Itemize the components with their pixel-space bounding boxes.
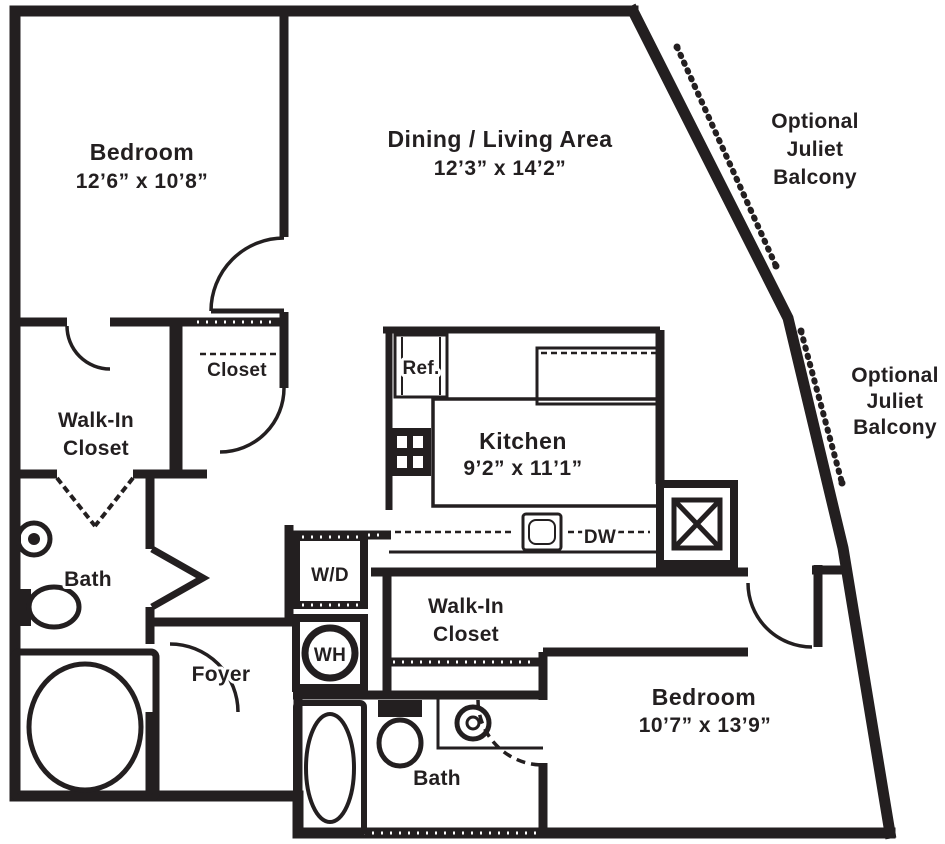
bifold-door bbox=[55, 476, 135, 528]
balcony2-label-line2: Juliet bbox=[867, 390, 924, 413]
kitchen-label: Kitchen bbox=[479, 428, 567, 454]
refrigerator-lines bbox=[401, 337, 441, 395]
bath2-door-arc bbox=[476, 699, 544, 767]
bedroom2-door-arc bbox=[746, 582, 813, 649]
burner bbox=[413, 456, 423, 468]
sink-drain bbox=[28, 533, 40, 545]
bedroom2-label: Bedroom bbox=[652, 684, 756, 710]
bathtub-icon bbox=[293, 700, 367, 836]
toilet-tank bbox=[378, 700, 422, 717]
burner bbox=[413, 436, 423, 448]
kitchen-dims: 9’2” x 11’1” bbox=[463, 457, 582, 480]
railing-end-dot bbox=[772, 262, 780, 270]
balcony2-label-line3: Balcony bbox=[853, 416, 937, 439]
walkin2-label-line1: Walk-In bbox=[428, 595, 504, 618]
foyer-label: Foyer bbox=[192, 663, 251, 686]
sink-drain bbox=[465, 715, 481, 731]
bathtub-basin bbox=[304, 712, 356, 824]
bathtub-icon bbox=[10, 648, 160, 802]
balcony1-label-line1: Optional bbox=[771, 110, 859, 133]
refrigerator-label: Ref. bbox=[402, 358, 439, 379]
utility-closets bbox=[292, 533, 368, 692]
interior-walls bbox=[15, 11, 847, 835]
balcony-railing-2 bbox=[798, 328, 845, 486]
bath2-label: Bath bbox=[413, 767, 461, 790]
bath2-fixtures bbox=[293, 695, 543, 836]
refrigerator-icon bbox=[393, 333, 449, 399]
kitchen-island bbox=[431, 397, 664, 508]
balcony-railing-1 bbox=[674, 44, 779, 269]
railing-end-dot bbox=[673, 43, 681, 51]
burner bbox=[397, 436, 407, 448]
room-labels: Bedroom 12’6” x 10’8” Dining / Living Ar… bbox=[55, 107, 941, 793]
kitchen-sink-basin bbox=[528, 519, 556, 545]
walkin1-label-line2: Closet bbox=[63, 437, 129, 460]
wd-hatch bbox=[302, 535, 358, 607]
water-heater-box bbox=[292, 614, 368, 692]
dining-living-dims: 12’3” x 14’2” bbox=[434, 157, 567, 180]
balcony2-label-line1: Optional bbox=[851, 364, 939, 387]
juliet-balcony-railings bbox=[673, 43, 846, 487]
foyer-door-arc bbox=[169, 642, 240, 713]
washer-dryer-label: W/D bbox=[311, 565, 349, 586]
walkin2-label-line2: Closet bbox=[433, 623, 499, 646]
dishwasher-label: DW bbox=[584, 527, 616, 548]
sink-icon bbox=[454, 704, 492, 742]
bedroom1-dims: 12’6” x 10’8” bbox=[76, 170, 209, 193]
bathtub-basin bbox=[26, 661, 144, 793]
balcony1-label-line3: Balcony bbox=[773, 166, 857, 189]
upper-cabinet bbox=[535, 346, 662, 406]
pantry-x-icon bbox=[672, 498, 722, 550]
burner bbox=[397, 456, 407, 468]
closet-door-arc bbox=[219, 387, 286, 454]
bedroom2-dims: 10’7” x 13’9” bbox=[639, 714, 772, 737]
toilet-icon bbox=[26, 584, 82, 630]
walkin1-door-arc bbox=[65, 325, 111, 371]
walkin1-label-line1: Walk-In bbox=[58, 409, 134, 432]
toilet-tank bbox=[14, 589, 31, 626]
bath1-door-leaf bbox=[150, 545, 211, 611]
east-diagonal-wall bbox=[625, 3, 897, 840]
vanity-counter bbox=[436, 695, 543, 750]
toilet-icon bbox=[376, 717, 424, 769]
bath1-label: Bath bbox=[64, 568, 112, 591]
water-heater-label: WH bbox=[314, 645, 346, 666]
balcony1-label-line2: Juliet bbox=[787, 138, 844, 161]
bath1-fixtures bbox=[10, 520, 160, 802]
south-wall bbox=[9, 790, 896, 839]
closet-label: Closet bbox=[207, 360, 267, 381]
railing-end-dot bbox=[797, 327, 805, 335]
range-icon bbox=[391, 428, 431, 476]
dining-living-label: Dining / Living Area bbox=[387, 126, 612, 152]
kitchen-sink-icon bbox=[521, 512, 563, 552]
pantry-inner-box bbox=[671, 497, 723, 551]
bedroom1-door-arc bbox=[209, 236, 285, 312]
kitchen-counters bbox=[383, 326, 738, 568]
pantry-box bbox=[656, 480, 738, 568]
sink-tap bbox=[13, 533, 21, 545]
water-heater-circle bbox=[301, 624, 359, 682]
railing-end-dot bbox=[838, 479, 846, 487]
bedroom1-label: Bedroom bbox=[90, 139, 194, 165]
